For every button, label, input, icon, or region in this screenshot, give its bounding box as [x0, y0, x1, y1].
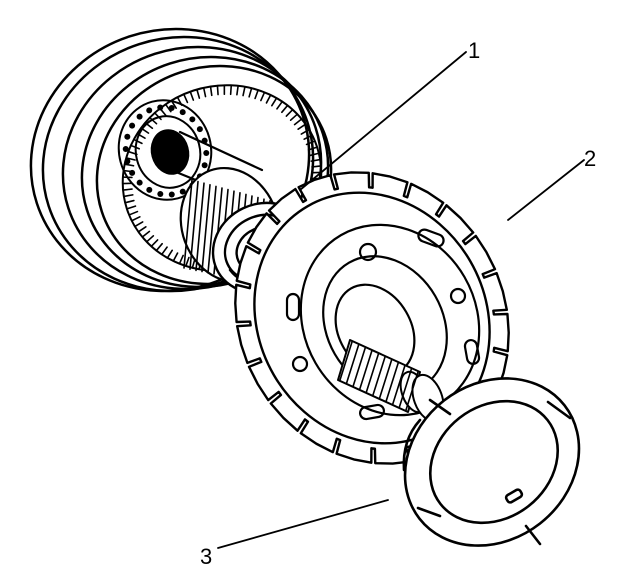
- leader-line-3: [217, 499, 389, 549]
- leader-lines: [217, 51, 585, 549]
- shaft-splines: [339, 341, 419, 411]
- drum-hub-holes: [122, 104, 210, 198]
- leader-line-1: [299, 51, 467, 191]
- callout-2: 2: [584, 146, 597, 171]
- callout-1: 1: [468, 38, 481, 63]
- drum-hub: [117, 99, 213, 201]
- callout-3: 3: [200, 544, 213, 569]
- thrust-washer: [402, 377, 581, 547]
- leader-line-2: [507, 159, 585, 221]
